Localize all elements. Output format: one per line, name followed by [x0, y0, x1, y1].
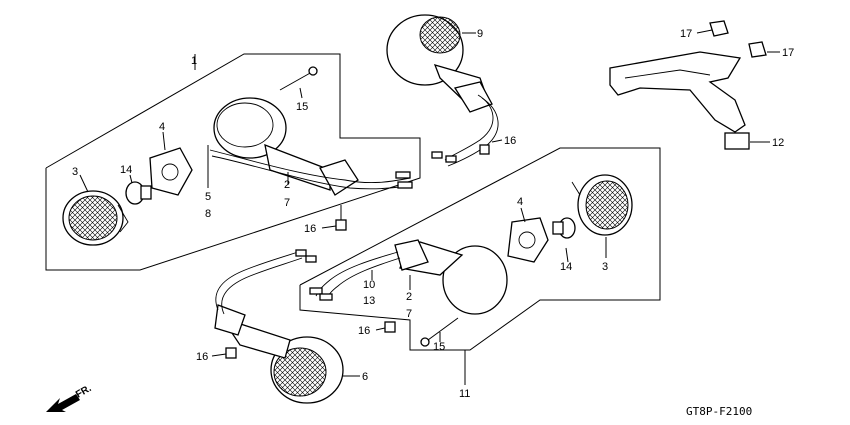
upper-rear-winker [386, 14, 499, 167]
callout-4-right: 4 [517, 196, 523, 208]
callout-2-left: 2 [284, 179, 290, 191]
callout-16-right: 16 [358, 325, 370, 337]
callout-11: 11 [459, 388, 470, 400]
screw-15-b [420, 317, 459, 347]
nut-17-b [748, 41, 767, 58]
callout-13: 13 [363, 295, 375, 307]
diagram-code: GT8P-F2100 [686, 405, 752, 418]
callout-14-left: 14 [120, 164, 132, 176]
callout-15-right: 15 [433, 341, 445, 353]
left-housing [209, 97, 413, 196]
callout-16-lower: 16 [196, 351, 208, 363]
left-socket [149, 147, 193, 196]
nut-17-a [709, 20, 729, 37]
callout-2-right: 2 [406, 291, 412, 303]
lower-rear-winker [214, 249, 344, 404]
callout-12: 12 [772, 137, 784, 149]
screw-16-b [384, 321, 396, 333]
callout-7-right: 7 [406, 308, 412, 320]
screw-16-a [335, 205, 347, 231]
front-direction-arrow-icon: FR. [46, 383, 94, 412]
callout-4-left: 4 [159, 121, 165, 133]
callout-5: 5 [205, 191, 211, 203]
callout-17-a: 17 [680, 28, 692, 40]
right-bulb [552, 217, 576, 239]
right-housing [309, 239, 508, 315]
callout-10: 10 [363, 279, 375, 291]
assembly-11-bracket [299, 147, 661, 385]
front-direction-label: FR. [74, 383, 94, 401]
left-bulb [125, 181, 152, 205]
callout-8: 8 [205, 208, 211, 220]
assembly-1-bracket [45, 53, 421, 271]
callout-1: 1 [191, 55, 197, 67]
callout-15-left: 15 [296, 101, 308, 113]
screw-16-c [225, 347, 237, 359]
callout-17-b: 17 [782, 47, 794, 59]
callout-6: 6 [362, 371, 368, 383]
callout-9: 9 [477, 28, 483, 40]
screw-15-a [279, 66, 318, 91]
callout-14-right: 14 [560, 261, 572, 273]
leader-lines [79, 29, 780, 377]
callout-3-left: 3 [72, 166, 78, 178]
callout-16-left: 16 [304, 223, 316, 235]
winker-bracket-12 [609, 51, 750, 150]
callout-16-upper: 16 [504, 135, 516, 147]
right-socket [507, 217, 549, 263]
callout-3-right: 3 [602, 261, 608, 273]
callout-7-left: 7 [284, 197, 290, 209]
left-lens [62, 190, 129, 246]
right-lens [571, 174, 633, 236]
